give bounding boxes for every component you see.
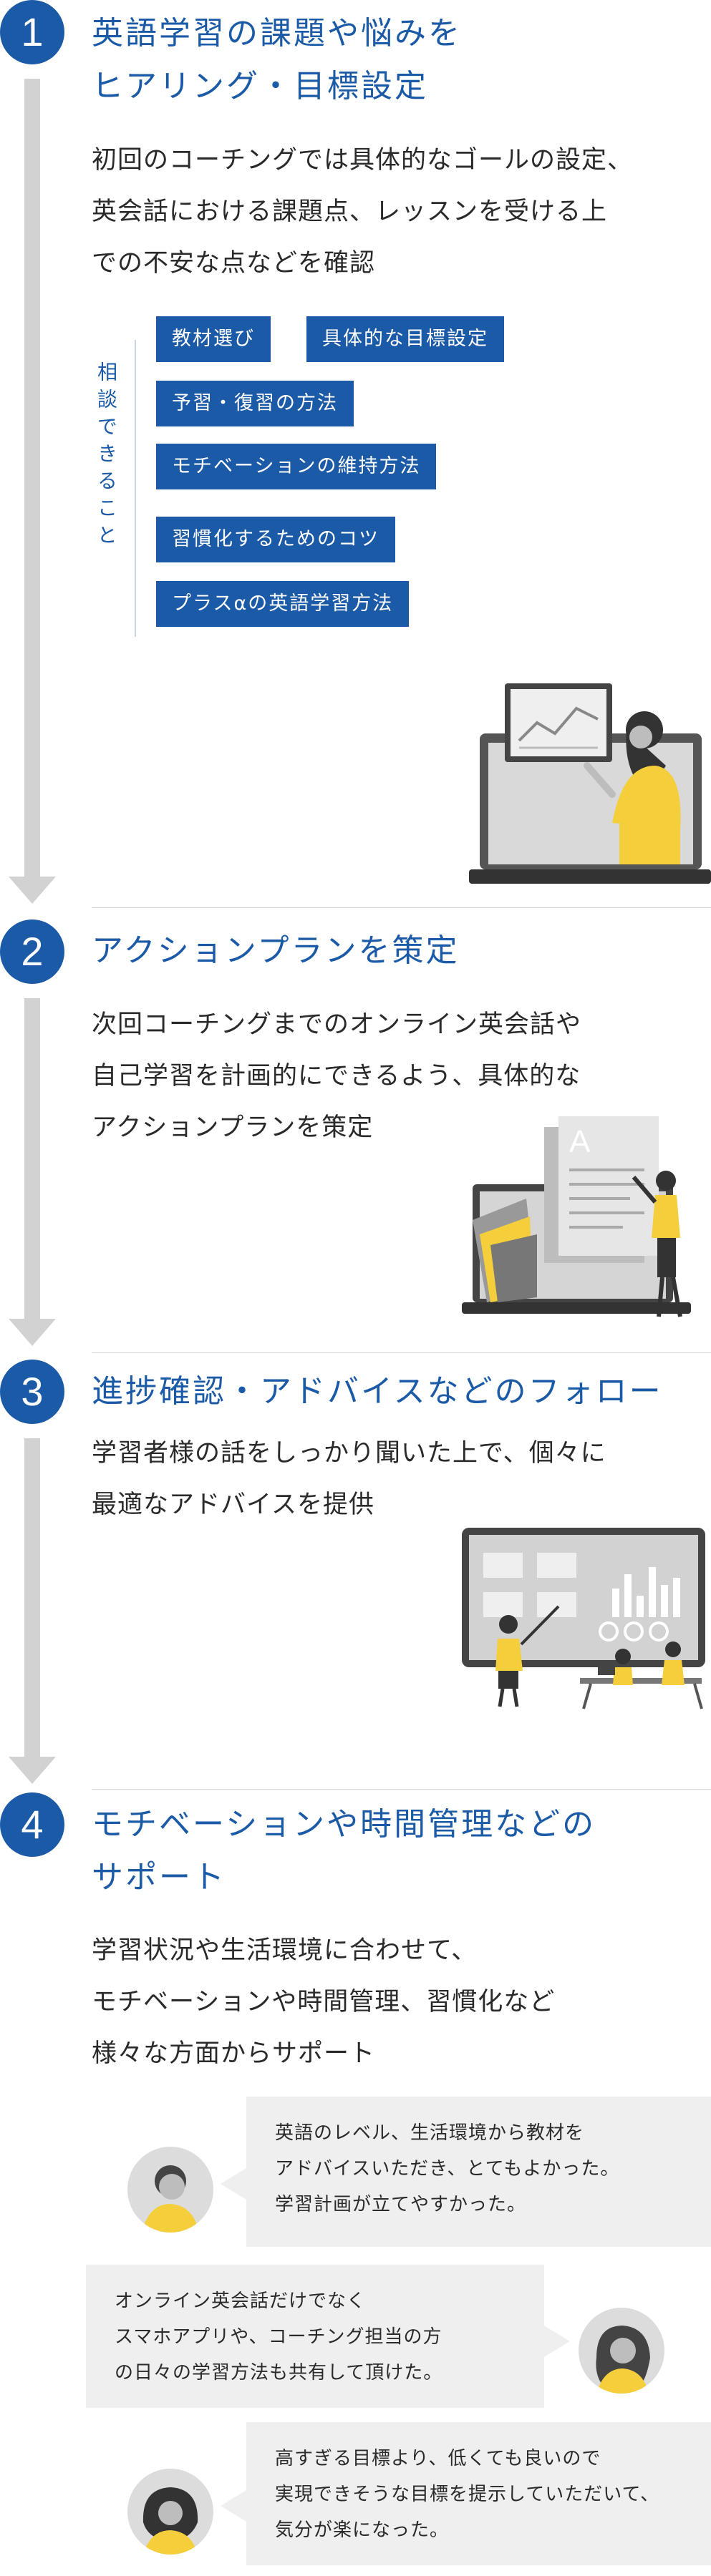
step-1-description: 初回のコーチングでは具体的なゴールの設定、 英会話における課題点、レッスンを受け… (92, 146, 634, 278)
divider-3 (92, 1789, 711, 1790)
step-2-title: アクションプランを策定 (92, 932, 460, 969)
bubble-2-tail (544, 2326, 570, 2357)
step-3-title: 進捗確認・アドバイスなどのフォロー (92, 1373, 663, 1410)
step-3-number-badge: 3 (0, 1360, 64, 1424)
testimonial-bubble-3: 高すぎる目標より、低くても良いので 実現できそうな目標を提示していただいて、 気… (246, 2422, 711, 2565)
consult-tag-motivation: モチベーションの維持方法 (156, 444, 437, 489)
connector-3 (24, 1438, 40, 1757)
connector-1 (24, 79, 40, 877)
bubble-1-tail (221, 2168, 246, 2200)
testimonial-bubble-1: 英語のレベル、生活環境から教材を アドバイスいただき、とてもよかった。 学習計画… (246, 2097, 711, 2247)
person-icon (142, 2487, 198, 2555)
divider-1 (92, 907, 711, 908)
svg-text:A: A (569, 1124, 591, 1159)
avatar-testimonial-2 (579, 2308, 664, 2394)
connector-3-arrowhead (9, 1757, 56, 1784)
consult-tag-goal: 具体的な目標設定 (306, 316, 504, 362)
step-2-number-badge: 2 (0, 919, 64, 984)
consult-tag-habit: 習慣化するためのコツ (156, 517, 395, 562)
step-4-title: モチベーションや時間管理などの サポート (92, 1806, 596, 1896)
step-4-number-badge: 4 (0, 1792, 64, 1857)
step-4-description: 学習状況や生活環境に合わせて、 モチベーションや時間管理、習慣化など 様々な方面… (92, 1936, 556, 2068)
consult-label: 相談できること (95, 361, 118, 552)
connector-1-arrowhead (9, 877, 56, 904)
step-1-title: 英語学習の課題や悩みを ヒアリング・目標設定 (92, 15, 462, 104)
bubble-3-tail (221, 2490, 246, 2522)
person-icon (596, 2326, 650, 2394)
avatar-testimonial-3 (127, 2469, 213, 2555)
step-1-number-badge: 1 (0, 0, 64, 64)
illustration-team-presentation (462, 1528, 705, 1709)
consult-tag-review: 予習・復習の方法 (156, 381, 354, 426)
consult-tag-plus-alpha: プラスαの英語学習方法 (156, 581, 410, 627)
consult-divider (135, 340, 136, 637)
testimonial-bubble-2: オンライン英会話だけでなく スマホアプリや、コーチング担当の方 の日々の学習方法… (86, 2265, 544, 2408)
step-3-description: 学習者様の話をしっかり聞いた上で、個々に 最適なアドバイスを提供 (92, 1439, 606, 1519)
connector-2-arrowhead (9, 1319, 56, 1346)
consult-tag-materials: 教材選び (156, 316, 271, 362)
illustration-laptop-presenter (469, 683, 711, 884)
divider-2 (92, 1352, 711, 1353)
person-icon (142, 2165, 199, 2233)
avatar-testimonial-1 (127, 2147, 213, 2233)
illustration-document-planning: A (462, 1116, 691, 1317)
step-2-description: 次回コーチングまでのオンライン英会話や 自己学習を計画的にできるよう、具体的な … (92, 1010, 582, 1142)
connector-2 (24, 998, 40, 1319)
